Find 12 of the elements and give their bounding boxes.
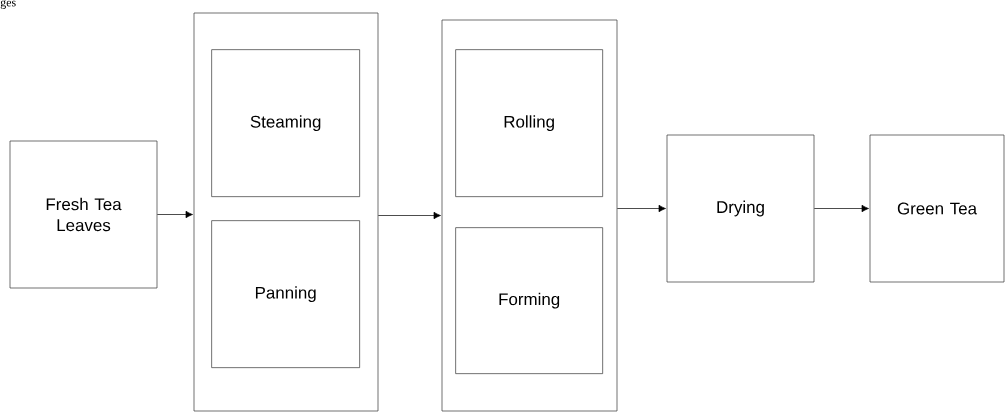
process-box: Green Tea bbox=[869, 134, 1005, 283]
step-box: Rolling bbox=[455, 49, 603, 197]
text-fragment: ges bbox=[0, 0, 16, 9]
arrow bbox=[617, 204, 666, 213]
step-box: Steaming bbox=[211, 49, 360, 197]
arrow bbox=[814, 204, 869, 213]
step-box: Panning bbox=[211, 220, 360, 368]
arrow bbox=[378, 211, 441, 220]
arrow bbox=[157, 210, 193, 219]
step-box: Forming bbox=[455, 227, 603, 374]
process-box: Drying bbox=[666, 134, 815, 283]
process-box: Fresh Tea Leaves bbox=[9, 140, 158, 289]
